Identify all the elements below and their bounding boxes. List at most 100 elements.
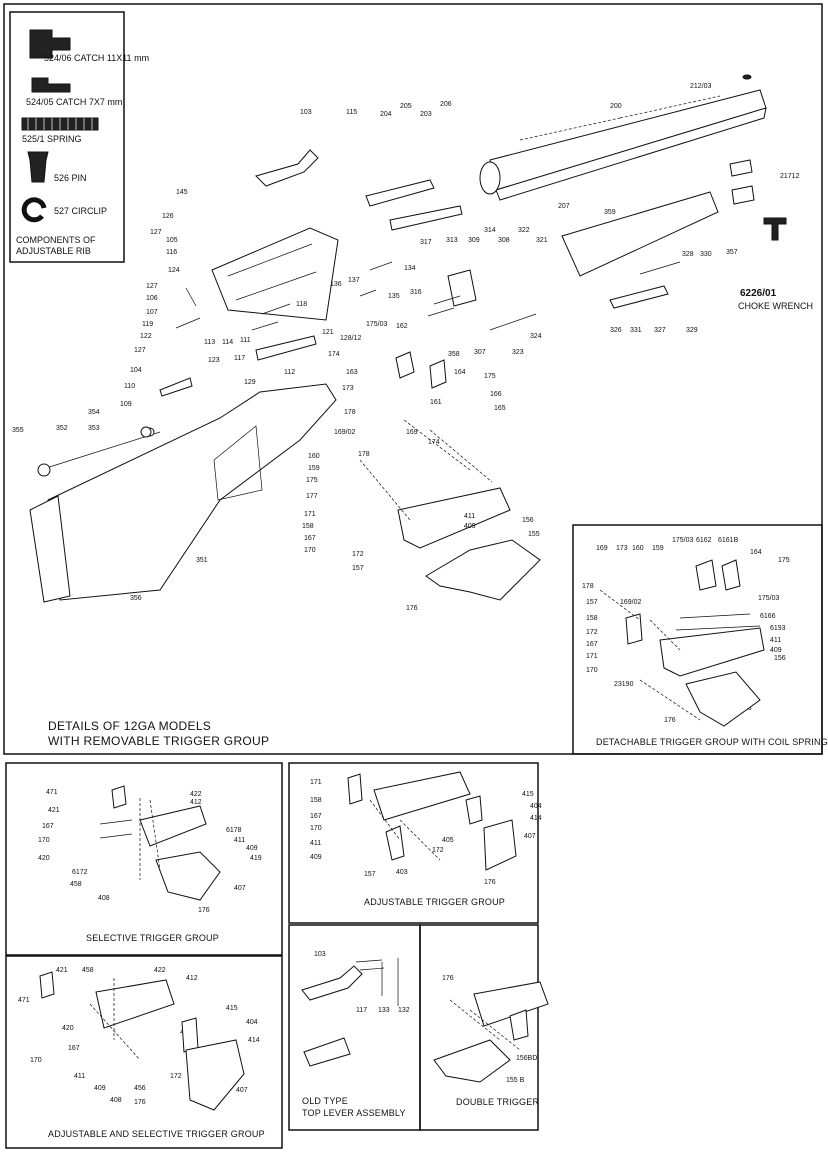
circlip-part (21, 197, 47, 223)
adjsel-callout: 167 (68, 1045, 80, 1052)
main-callout: 127 (146, 283, 158, 290)
main-callout: 129 (244, 379, 256, 386)
main-callout: 314 (484, 227, 496, 234)
adjsel-callout: 414 (248, 1037, 260, 1044)
coil-callout: 176 (664, 717, 676, 724)
double-callout: 155 B (506, 1077, 525, 1084)
stock-bolt-part (39, 431, 161, 471)
main-callout: 324 (530, 333, 542, 340)
adjsel-callout: 412 (186, 975, 198, 982)
main-callout: 122 (140, 333, 152, 340)
double-callout: 156BD (516, 1055, 537, 1062)
oldtype-callout: 132 (398, 1007, 410, 1014)
rib-caption-line2: ADJUSTABLE RIB (16, 246, 91, 256)
main-callout: 163 (346, 369, 358, 376)
main-callout: 353 (88, 425, 100, 432)
main-callout: 329 (686, 327, 698, 334)
main-callout: 313 (446, 237, 458, 244)
adjustable-callout: 409 (310, 854, 322, 861)
main-callout: 159 (308, 465, 320, 472)
wrench-code: 6226/01 (740, 288, 777, 299)
adjsel-callout: 415 (226, 1005, 238, 1012)
rib-item-2-label: 525/1 SPRING (22, 134, 82, 144)
main-callout: 135 (388, 293, 400, 300)
trigger-guard-part (425, 539, 541, 601)
main-callout: 358 (448, 351, 460, 358)
butt-pad-part (29, 495, 71, 603)
coil-callout: 6193 (770, 625, 786, 632)
old-type-caption-line1: OLD TYPE (302, 1096, 348, 1106)
selective-callout: 409 (246, 845, 258, 852)
main-callout: 330 (700, 251, 712, 258)
main-callout: 106 (146, 295, 158, 302)
main-callout: 160 (308, 453, 320, 460)
double-trigger-caption: DOUBLE TRIGGER (456, 1097, 539, 1107)
adjustable-callout: 404 (530, 803, 542, 810)
selective-callout: 421 (48, 807, 60, 814)
rib-item-0-label: 524/06 CATCH 11X11 mm (44, 53, 149, 63)
selective-callout: 422 (190, 791, 202, 798)
adjsel-callout: 407 (236, 1087, 248, 1094)
coil-callout: 175/03 (672, 537, 694, 544)
adjustable-frame (288, 762, 539, 924)
main-callout: 203 (420, 111, 432, 118)
rib-item-1-label: 524/05 CATCH 7X7 mm (26, 97, 122, 107)
main-callout: 170 (304, 547, 316, 554)
catch-11x11-part (29, 29, 71, 59)
adjustable-callout: 405 (442, 837, 454, 844)
main-callout: 321 (536, 237, 548, 244)
main-callout: 127 (134, 347, 146, 354)
adjsel-callout: 170 (30, 1057, 42, 1064)
main-callout: 359 (604, 209, 616, 216)
coil-callout: 411 (770, 637, 781, 644)
coil-callout: 159 (652, 545, 664, 552)
main-caption-line1: DETAILS OF 12GA MODELS (48, 719, 211, 733)
adjustable-callout: 414 (530, 815, 542, 822)
oldtype-callout: 117 (356, 1007, 367, 1014)
rib-parts (21, 29, 99, 223)
main-callout: 157 (352, 565, 364, 572)
pin-part (27, 151, 49, 183)
main-callout: 177 (306, 493, 318, 500)
main-callout: 166 (490, 391, 502, 398)
main-callout: 116 (166, 249, 177, 256)
adj-sel-panel-parts (39, 971, 245, 1111)
main-callout: 307 (474, 349, 486, 356)
adjsel-callout: 420 (62, 1025, 74, 1032)
adjsel-callout: 176 (134, 1099, 146, 1106)
main-callout: 110 (124, 383, 135, 390)
coil-callout: 175/03 (758, 595, 780, 602)
main-callout: 126 (162, 213, 174, 220)
coil-callout: 6161B (718, 537, 739, 544)
main-callout: 204 (380, 111, 392, 118)
main-callout: 328 (682, 251, 694, 258)
selective-callout: 471 (46, 789, 58, 796)
main-callout: 352 (56, 425, 68, 432)
coil-callout: 6166 (760, 613, 776, 620)
main-frame (3, 3, 823, 755)
adjsel-callout: 421 (56, 967, 68, 974)
main-callout: 178 (358, 451, 370, 458)
main-assembly (29, 74, 767, 603)
oldtype-callout: 103 (314, 951, 326, 958)
adjustable-callout: 171 (310, 779, 322, 786)
main-callout: 107 (146, 309, 158, 316)
main-callout: 121 (322, 329, 334, 336)
coil-callout: 169 (596, 545, 608, 552)
adjustable-callout: 415 (522, 791, 534, 798)
main-callout: 123 (208, 357, 220, 364)
adjsel-callout: 458 (82, 967, 94, 974)
main-callout: 137 (348, 277, 360, 284)
main-callout: 111 (240, 337, 251, 344)
main-callout: 105 (166, 237, 178, 244)
adjustable-callout: 172 (432, 847, 444, 854)
coil-callout: 175 (778, 557, 790, 564)
adjustable-callout: 176 (484, 879, 496, 886)
main-callout: 127 (150, 229, 162, 236)
adjustable-panel-parts (347, 771, 517, 871)
main-callout: 212/03 (690, 83, 712, 90)
main-callout: 104 (130, 367, 142, 374)
main-callout: 21712 (780, 173, 800, 180)
